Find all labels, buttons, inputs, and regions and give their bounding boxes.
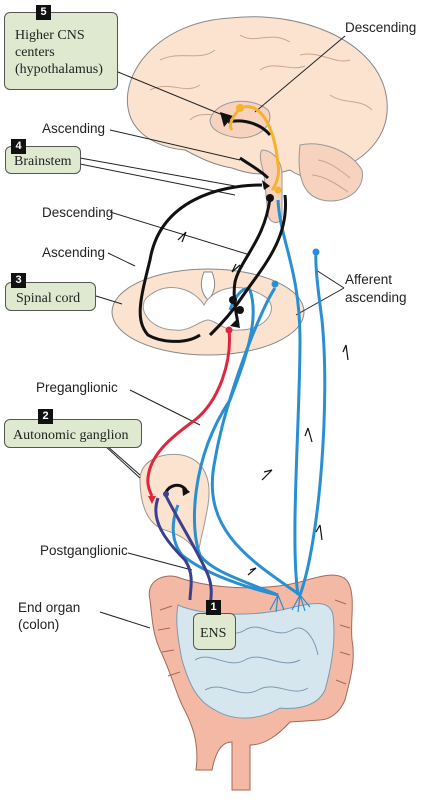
level-box-ens: ENS: [193, 613, 236, 650]
higher-cns-label-line3: (hypothalamus): [15, 62, 103, 77]
label-afferent: Afferent: [345, 272, 393, 287]
label-postganglionic: Postganglionic: [40, 543, 128, 558]
central-synapses: [182, 112, 274, 496]
central-pathways: [138, 119, 288, 493]
autonomic-ganglion-label: Autonomic ganglion: [13, 428, 129, 443]
brain-illustration: [126, 16, 388, 223]
preganglionic-fiber: [146, 329, 231, 497]
label-descending-top: Descending: [345, 20, 417, 35]
preganglionic-ending: [148, 326, 233, 504]
afferent-pathways: [171, 199, 327, 597]
label-ascending-afferent: ascending: [345, 290, 407, 305]
direction-arrows: [177, 231, 349, 576]
label-ascending-top: Ascending: [42, 121, 106, 136]
label-descending-mid: Descending: [42, 205, 114, 220]
colon-illustration: [148, 574, 354, 791]
postganglionic-fibers: [154, 495, 213, 606]
level-number-5: 5: [36, 5, 51, 20]
postganglionic-cell: [163, 491, 169, 497]
level-number-1: 1: [206, 600, 221, 615]
afferent-nerve-endings: [269, 594, 311, 613]
label-preganglionic: Preganglionic: [36, 380, 118, 395]
descending-endings: [236, 104, 282, 194]
ens-label: ENS: [200, 626, 227, 641]
higher-cns-label-line2: centers: [15, 45, 55, 60]
level-box-higher-cns: Higher CNS centers (hypothalamus): [4, 12, 118, 90]
level-box-autonomic-ganglion: Autonomic ganglion: [4, 419, 142, 448]
label-end-organ: End organ: [18, 600, 81, 615]
level-number-4: 4: [11, 139, 26, 154]
brainstem-label: Brainstem: [14, 154, 72, 169]
label-end-organ-colon: (colon): [18, 617, 60, 632]
afferent-endings: [271, 248, 320, 288]
level-number-2: 2: [38, 409, 53, 424]
spinal-cord-label: Spinal cord: [16, 291, 81, 306]
higher-cns-label-line1: Higher CNS: [15, 28, 85, 43]
level-number-3: 3: [11, 273, 26, 288]
label-ascending-mid: Ascending: [42, 245, 106, 260]
